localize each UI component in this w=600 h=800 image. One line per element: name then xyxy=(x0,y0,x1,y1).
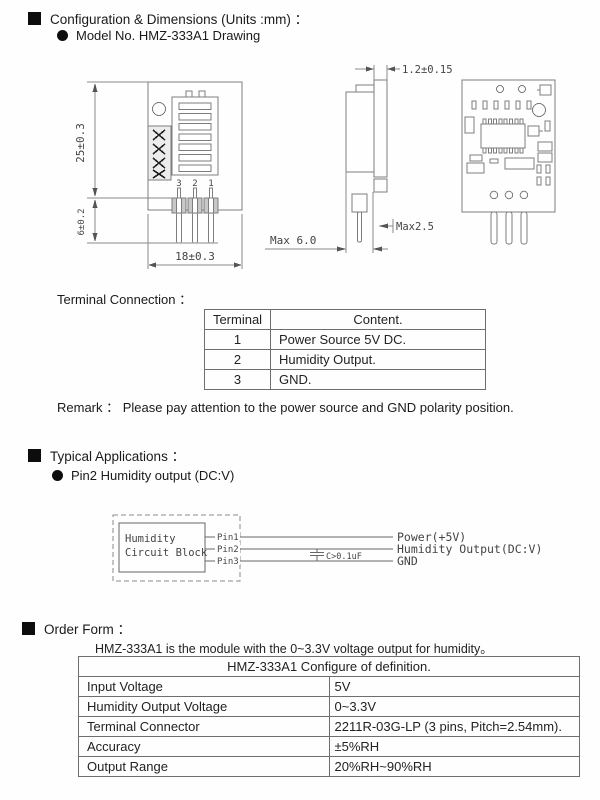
ic-pins xyxy=(482,118,524,154)
config-section-title: Configuration & Dimensions (Units :mm) ： xyxy=(50,12,309,27)
content-cell: Power Source 5V DC. xyxy=(270,329,486,350)
pins xyxy=(176,212,214,244)
dim-pcb-thickness-label: 1.2±0.15 xyxy=(402,64,452,76)
grille-frame xyxy=(171,96,219,176)
applications-section-title: Typical Applications ： xyxy=(50,449,186,464)
table-title-row: HMZ-333A1 Configure of definition. xyxy=(78,656,580,677)
trimmer xyxy=(532,103,546,117)
dim-pin-back-label: Max2.5 xyxy=(396,221,434,233)
front-view-drawing: 25±0.3 6±0.2 18±0.3 3 2 1 xyxy=(74,81,243,269)
order-description: HMZ-333A1 is the module with the 0~3.3V … xyxy=(95,642,493,656)
pin1-label: Pin1 xyxy=(217,533,239,543)
spec-value: 0~3.3V xyxy=(328,696,580,717)
pin1-number: 1 xyxy=(208,179,213,189)
pcb-back-view-drawing xyxy=(461,79,556,245)
pin-housing-side xyxy=(351,193,368,213)
table-row: Terminal Connector 2211R-03G-LP (3 pins,… xyxy=(78,716,580,737)
dimension-lines xyxy=(265,65,400,253)
section-marker-icon xyxy=(28,448,41,462)
ic-chip xyxy=(480,123,526,149)
spec-value: 20%RH~90%RH xyxy=(328,756,580,777)
pin-stubs xyxy=(177,187,213,199)
spec-value: ±5%RH xyxy=(328,736,580,757)
terminal-connection-title: Terminal Connection ： xyxy=(57,292,193,307)
sensor-body-side xyxy=(345,91,375,173)
order-section-header: Order Form ： xyxy=(22,618,131,638)
humidity-circuit-block xyxy=(118,522,206,573)
table-row: 2 Humidity Output. xyxy=(204,349,486,370)
pin2-label: Pin2 xyxy=(217,545,239,555)
pin-side xyxy=(357,211,362,243)
content-cell: GND. xyxy=(270,369,486,390)
pcb-outline xyxy=(461,79,556,213)
table-header-row: Terminal Content. xyxy=(204,309,486,330)
application-circuit-diagram: Humidity Circuit Block Pin1 Pin2 Pin3 C>… xyxy=(112,514,542,582)
sensor-hatch-marks xyxy=(152,129,166,179)
dimension-arrows xyxy=(337,66,395,252)
net-power-label: Power(+5V) xyxy=(397,530,466,544)
model-line-text: Model No. HMZ-333A1 Drawing xyxy=(76,28,261,43)
terminal-cell: 1 xyxy=(204,329,271,350)
spec-label: Terminal Connector xyxy=(78,716,330,737)
applications-section-header: Typical Applications ： xyxy=(28,445,185,465)
pin3-label: Pin3 xyxy=(217,557,239,567)
spec-label: Accuracy xyxy=(78,736,330,757)
table-row: Input Voltage 5V xyxy=(78,676,580,697)
net-output-label: Humidity Output(DC:V) xyxy=(397,542,542,556)
dim-depth-label: Max 6.0 xyxy=(270,234,316,247)
side-view-drawing: 1.2±0.15 Max 6.0 Max2.5 xyxy=(265,64,452,253)
spec-label: Humidity Output Voltage xyxy=(78,696,330,717)
dim-pin-length-label: 6±0.2 xyxy=(77,208,87,235)
table-row: 3 GND. xyxy=(204,369,486,390)
pin-housing xyxy=(171,197,219,214)
spec-label: Input Voltage xyxy=(78,676,330,697)
section-marker-icon xyxy=(22,621,35,635)
net-gnd-label: GND xyxy=(397,554,418,568)
applications-subtitle-line: Pin2 Humidity output (DC:V) xyxy=(52,468,234,483)
dimension-arrows xyxy=(92,83,242,268)
table-row: Output Range 20%RH~90%RH xyxy=(78,756,580,777)
dim-height-label: 25±0.3 xyxy=(74,123,87,163)
block-label-line1: Humidity xyxy=(125,533,176,545)
applications-subtitle: Pin2 Humidity output (DC:V) xyxy=(71,468,235,483)
grille-slats xyxy=(178,102,212,172)
order-form-table: HMZ-333A1 Configure of definition. Input… xyxy=(78,656,580,777)
spec-label: Output Range xyxy=(78,756,330,777)
remark-text: Remark ： Please pay attention to the pow… xyxy=(57,400,514,415)
pin-label-backgrounds xyxy=(215,530,240,565)
mounting-hole xyxy=(152,102,166,116)
table-row: Accuracy ±5%RH xyxy=(78,736,580,757)
col-content: Content. xyxy=(270,309,486,330)
config-section-header: Configuration & Dimensions (Units :mm) ： xyxy=(28,8,308,28)
pins xyxy=(490,211,528,245)
terminal-cell: 3 xyxy=(204,369,271,390)
terminal-cell: 2 xyxy=(204,349,271,370)
spec-value: 5V xyxy=(328,676,580,697)
bullet-icon xyxy=(57,30,68,41)
col-terminal: Terminal xyxy=(204,309,271,330)
model-line: Model No. HMZ-333A1 Drawing xyxy=(57,28,260,43)
terminal-connection-table: Terminal Content. 1 Power Source 5V DC. … xyxy=(204,309,486,390)
table-row: 1 Power Source 5V DC. xyxy=(204,329,486,350)
content-cell: Humidity Output. xyxy=(270,349,486,370)
order-table-title: HMZ-333A1 Configure of definition. xyxy=(78,656,580,677)
spec-value: 2211R-03G-LP (3 pins, Pitch=2.54mm). xyxy=(328,716,580,737)
order-section-title: Order Form ： xyxy=(44,622,132,637)
pin3-number: 3 xyxy=(176,179,181,189)
capacitor-label: C>0.1uF xyxy=(326,552,362,562)
dim-width-label: 18±0.3 xyxy=(175,250,215,263)
table-row: Humidity Output Voltage 0~3.3V xyxy=(78,696,580,717)
smd-row xyxy=(471,100,532,110)
dimension-lines xyxy=(87,81,243,269)
block-label-line2: Circuit Block xyxy=(125,547,208,559)
pin2-number: 2 xyxy=(192,179,197,189)
pcb-side xyxy=(373,79,388,178)
bullet-icon xyxy=(52,470,63,481)
section-marker-icon xyxy=(28,11,41,25)
